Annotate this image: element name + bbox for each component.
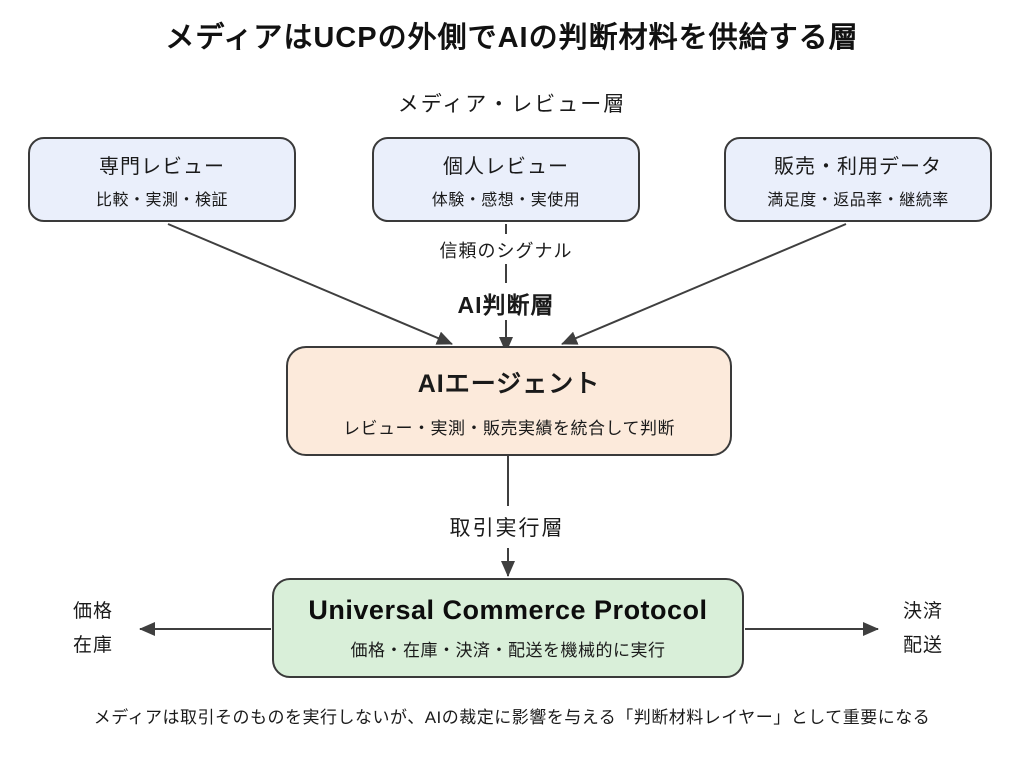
expert-review-title: 専門レビュー [99, 155, 225, 178]
personal-review-subtitle: 体験・感想・実使用 [431, 191, 581, 209]
shipping-label: 配送 [902, 635, 943, 656]
ai-agent-box: AIエージェント レビュー・実測・販売実績を統合して判断 [286, 346, 732, 456]
sales-usage-data-subtitle: 満足度・返品率・継続率 [767, 191, 949, 209]
personal-review-title: 個人レビュー [443, 155, 569, 178]
stock-label: 在庫 [72, 635, 113, 656]
transaction-execution-layer-label: 取引実行層 [449, 517, 565, 540]
price-label: 価格 [72, 601, 113, 622]
ai-judgment-layer-label: AI判断層 [457, 292, 555, 318]
personal-review-box: 個人レビュー 体験・感想・実使用 [372, 137, 640, 222]
sales-usage-data-title: 販売・利用データ [774, 155, 942, 178]
arrow-expert-review-to-ai-agent [167, 223, 453, 345]
expert-review-subtitle: 比較・実測・検証 [95, 191, 228, 209]
footnote: メディアは取引そのものを実行しないが、AIの裁定に影響を与える「判断材料レイヤー… [93, 708, 931, 727]
page-title: メディアはUCPの外側でAIの判断材料を供給する層 [165, 22, 859, 54]
ucp-title: Universal Commerce Protocol [308, 595, 708, 625]
payment-shipping-label: 決済 配送 [888, 595, 958, 663]
arrow-sales-data-to-ai-agent [561, 223, 847, 345]
sales-usage-data-box: 販売・利用データ 満足度・返品率・継続率 [724, 137, 992, 222]
price-stock-label: 価格 在庫 [58, 595, 128, 663]
ai-agent-title: AIエージェント [417, 369, 601, 398]
ucp-subtitle: 価格・在庫・決済・配送を機械的に実行 [350, 641, 666, 660]
trust-signal-label: 信頼のシグナル [439, 241, 573, 261]
expert-review-box: 専門レビュー 比較・実測・検証 [28, 137, 296, 222]
ucp-box: Universal Commerce Protocol 価格・在庫・決済・配送を… [272, 578, 744, 678]
media-review-layer-label: メディア・レビュー層 [397, 93, 627, 116]
ai-agent-subtitle: レビュー・実測・販売実績を統合して判断 [343, 418, 675, 438]
payment-label: 決済 [902, 601, 943, 622]
